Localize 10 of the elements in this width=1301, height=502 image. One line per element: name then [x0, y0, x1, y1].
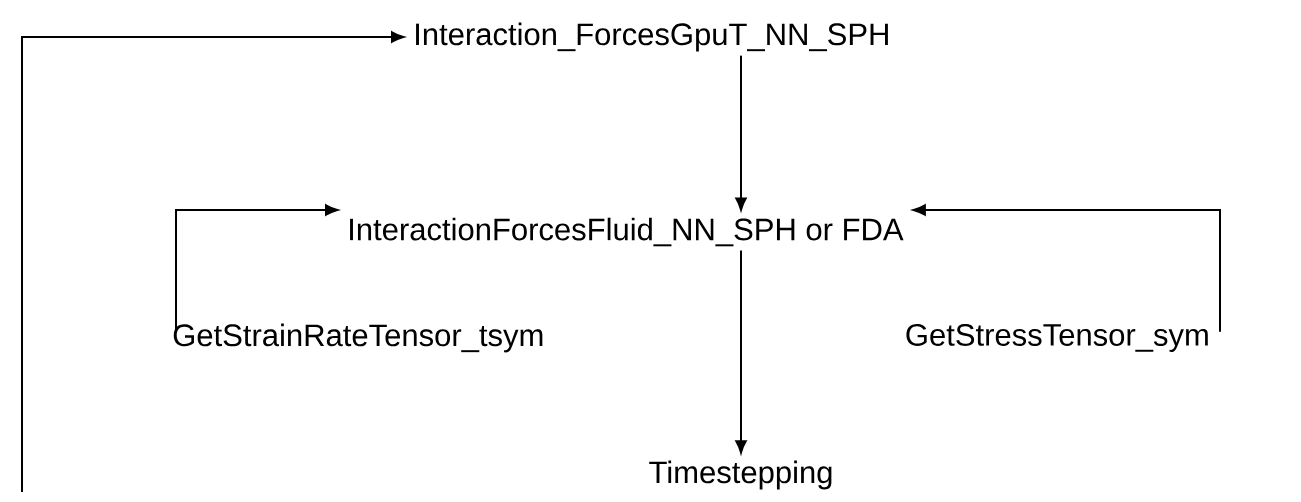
arrow [175, 204, 339, 333]
arrow [735, 54, 747, 211]
arrow [21, 31, 405, 493]
node-label: GetStressTensor_sym [906, 323, 1208, 352]
node-label: Interaction_ForcesGpuT_NN_SPH [416, 22, 888, 52]
node-label: InteractionForcesFluid_NN_SPH or FDA [350, 217, 904, 247]
arrow [735, 249, 747, 454]
arrow [912, 204, 1221, 333]
node-label: Timestepping [649, 460, 832, 490]
node-label: GetStrainRateTensor_tsym [173, 323, 543, 353]
